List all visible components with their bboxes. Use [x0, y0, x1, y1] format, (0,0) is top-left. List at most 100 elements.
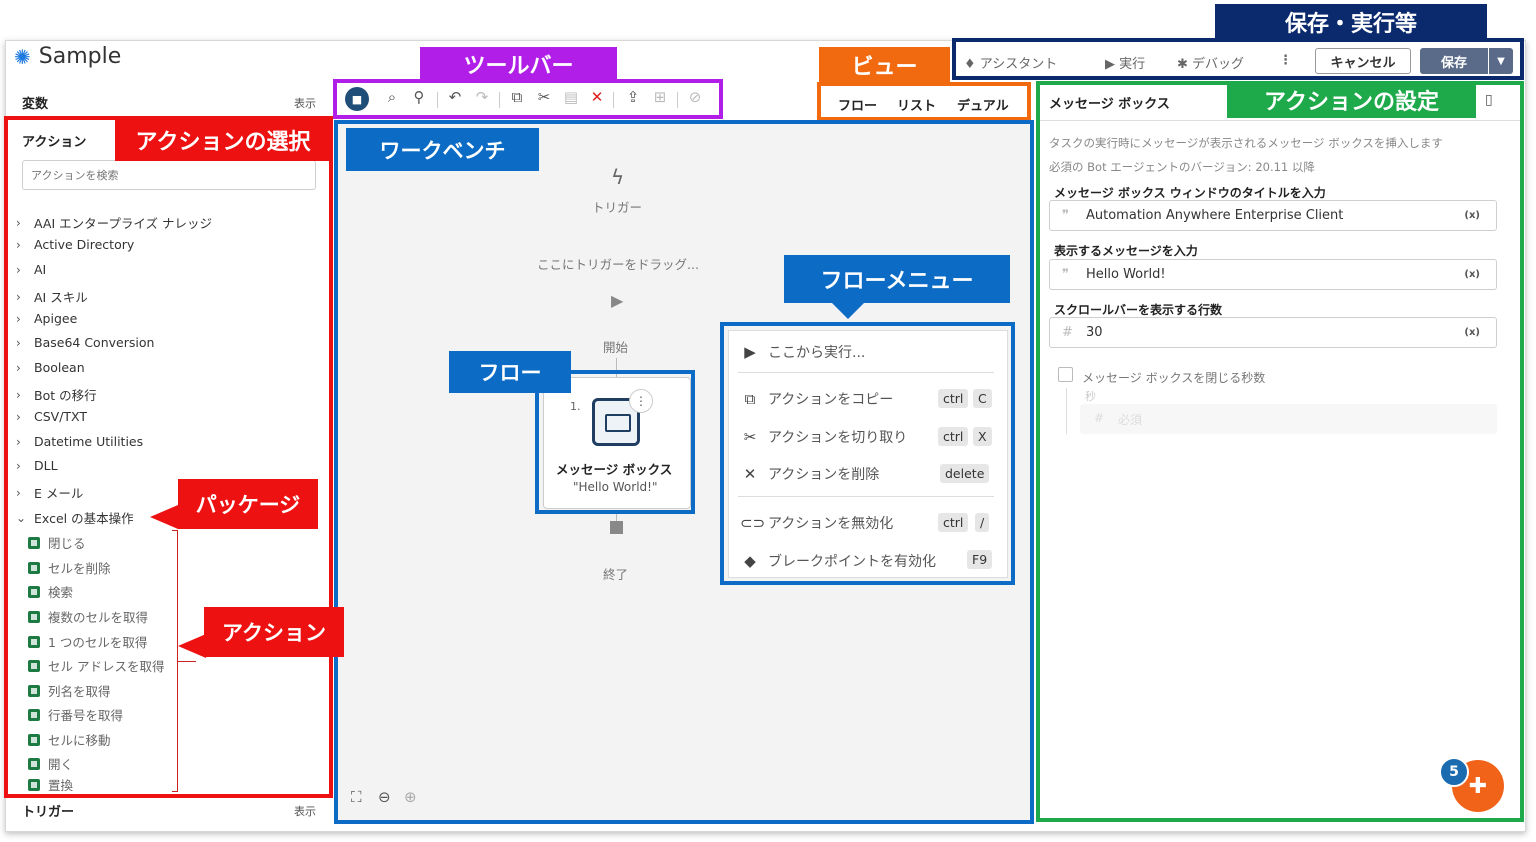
- package-item[interactable]: ›CSV/TXT: [16, 409, 88, 424]
- kbd-ctrl: ctrl: [938, 427, 969, 446]
- message-input[interactable]: ❞ Hello World! (x): [1049, 259, 1497, 290]
- node-more-icon[interactable]: ⋮: [629, 389, 653, 413]
- seconds-label: 秒: [1085, 390, 1096, 403]
- triggers-show-link[interactable]: 表示: [294, 805, 316, 818]
- window-title-input[interactable]: ❞ Automation Anywhere Enterprise Client …: [1049, 200, 1497, 231]
- document-icon[interactable]: ▯: [1485, 92, 1493, 108]
- disable-icon[interactable]: ⊘: [688, 88, 702, 106]
- action-item[interactable]: 閉じる: [28, 533, 86, 552]
- action-item[interactable]: 検索: [28, 582, 73, 601]
- assistant-button[interactable]: ♦ アシスタント: [964, 57, 1058, 72]
- package-item[interactable]: ›Base64 Conversion: [16, 335, 155, 350]
- insert-variable-button[interactable]: (x): [1464, 269, 1480, 280]
- action-item[interactable]: 置換: [28, 778, 73, 791]
- quote-icon: ❞: [1062, 208, 1069, 223]
- close-seconds-label: メッセージ ボックスを閉じる秒数: [1082, 371, 1266, 385]
- export-icon[interactable]: ⇪: [626, 88, 640, 106]
- app-title: ✺ Sample: [14, 44, 121, 69]
- insert-variable-button[interactable]: (x): [1464, 210, 1480, 221]
- menu-enable-breakpoint[interactable]: ◆ブレークポイントを有効化: [740, 551, 936, 571]
- package-item-excel[interactable]: ⌄Excel の基本操作: [16, 510, 134, 527]
- menu-disable-action[interactable]: ⊂⊃アクションを無効化: [740, 514, 894, 532]
- action-item[interactable]: セル アドレスを取得: [28, 656, 164, 675]
- import-icon[interactable]: ⊞: [653, 88, 667, 106]
- action-item[interactable]: 開く: [28, 754, 73, 773]
- scroll-lines-input[interactable]: # 30 (x): [1049, 317, 1497, 348]
- save-button[interactable]: 保存: [1420, 48, 1488, 74]
- lightbulb-icon: ♦: [964, 57, 980, 72]
- menu-copy-action[interactable]: ⧉アクションをコピー: [740, 389, 894, 409]
- chevron-right-icon: ›: [16, 237, 21, 252]
- action-item[interactable]: 1 つのセルを取得: [28, 632, 147, 651]
- kbd-key: X: [973, 427, 992, 446]
- package-item[interactable]: ›AAI エンタープライズ ナレッジ: [16, 215, 212, 232]
- tab-list[interactable]: リスト: [897, 99, 937, 114]
- undo-icon[interactable]: ↶: [448, 88, 462, 106]
- left-divider: [6, 116, 331, 117]
- menu-cut-action[interactable]: ✂アクションを切り取り: [740, 427, 908, 447]
- more-options-icon[interactable]: ⋮: [1279, 53, 1292, 68]
- package-item[interactable]: ›DLL: [16, 458, 58, 473]
- quote-icon: ❞: [1062, 267, 1069, 282]
- excel-icon: [28, 778, 40, 791]
- kbd-key: /: [975, 513, 990, 532]
- package-item[interactable]: ›AI スキル: [16, 289, 88, 306]
- package-item[interactable]: ›Active Directory: [16, 237, 135, 252]
- menu-delete-action[interactable]: ✕アクションを削除: [740, 464, 880, 484]
- record-camera-icon[interactable]: ■: [345, 87, 369, 111]
- package-item[interactable]: ›E メール: [16, 485, 84, 502]
- tab-dual[interactable]: デュアル: [957, 99, 1009, 114]
- kbd-f9: F9: [967, 550, 993, 569]
- zoom-in-icon[interactable]: ⊕: [404, 788, 417, 806]
- debug-button[interactable]: ✱ デバッグ: [1177, 57, 1245, 72]
- action-item[interactable]: 複数のセルを取得: [28, 607, 148, 626]
- kbd-key: C: [973, 389, 992, 408]
- find-in-flow-icon[interactable]: ⌕: [387, 88, 397, 106]
- action-search-input[interactable]: [22, 160, 316, 190]
- copy-icon[interactable]: ⧉: [511, 88, 523, 106]
- delete-icon[interactable]: ✕: [590, 88, 604, 106]
- label-save-run: 保存・実行等: [1215, 4, 1487, 40]
- field3-label: スクロールバーを表示する行数: [1054, 303, 1223, 317]
- fit-screen-icon[interactable]: ⛶: [351, 788, 362, 806]
- action-item[interactable]: 列名を取得: [28, 681, 111, 700]
- save-dropdown-chevron-icon[interactable]: ▼: [1489, 48, 1513, 74]
- trigger-drop-zone[interactable]: ここにトリガーをドラッグ...: [537, 257, 699, 272]
- number-hash-icon: #: [1094, 411, 1105, 425]
- cut-icon[interactable]: ✂: [537, 88, 551, 106]
- start-play-icon: ▶: [611, 291, 624, 310]
- flow-connector: [616, 358, 617, 378]
- tab-flow[interactable]: フロー: [838, 99, 878, 114]
- chevron-right-icon: ›: [16, 387, 21, 402]
- copy-icon: ⧉: [744, 390, 756, 408]
- app-logo-icon: ✺: [14, 44, 31, 69]
- label-action-settings: アクションの設定: [1227, 81, 1476, 118]
- kbd-delete: delete: [940, 464, 990, 483]
- menu-run-from-here[interactable]: ▶ここから実行...: [740, 342, 865, 362]
- close-seconds-checkbox[interactable]: [1058, 367, 1073, 382]
- insert-variable-button[interactable]: (x): [1464, 327, 1480, 338]
- package-item[interactable]: ›Datetime Utilities: [16, 434, 144, 449]
- zoom-out-icon[interactable]: ⊖: [378, 788, 391, 806]
- label-toolbar: ツールバー: [420, 47, 617, 80]
- cancel-button[interactable]: キャンセル: [1315, 48, 1411, 74]
- action-item[interactable]: セルに移動: [28, 730, 111, 749]
- package-item[interactable]: ›Boolean: [16, 360, 85, 375]
- chevron-right-icon: ›: [16, 335, 21, 350]
- seconds-input[interactable]: # 必須: [1080, 404, 1497, 434]
- indent-line: [1066, 388, 1067, 434]
- package-item[interactable]: ›AI: [16, 262, 47, 277]
- run-button[interactable]: ▶ 実行: [1105, 57, 1146, 72]
- variables-show-link[interactable]: 表示: [294, 97, 316, 110]
- redo-icon[interactable]: ↷: [475, 88, 489, 106]
- excel-icon: [28, 635, 40, 648]
- toolbar-separator: [677, 92, 678, 108]
- action-item[interactable]: セルを削除: [28, 558, 111, 577]
- settings-title: メッセージ ボックス: [1049, 97, 1170, 112]
- package-item[interactable]: ›Apigee: [16, 311, 78, 326]
- search-icon[interactable]: ⚲: [413, 88, 425, 106]
- action-item[interactable]: 行番号を取得: [28, 705, 123, 724]
- paste-icon[interactable]: ▤: [563, 88, 579, 106]
- package-item[interactable]: ›Bot の移行: [16, 387, 97, 404]
- settings-description: タスクの実行時にメッセージが表示されるメッセージ ボックスを挿入します: [1049, 136, 1443, 150]
